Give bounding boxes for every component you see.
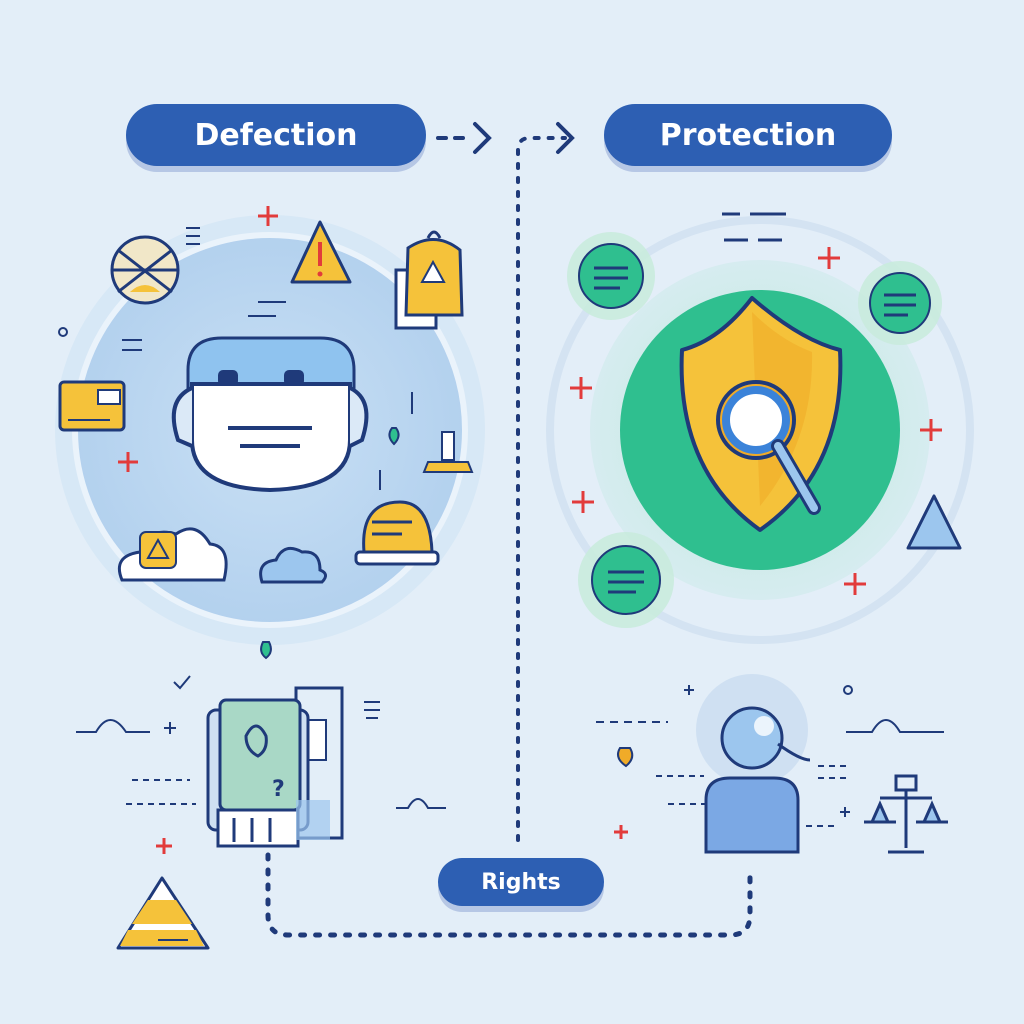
document-icon: [567, 232, 655, 320]
radar-icon: [110, 235, 180, 305]
svg-text:?: ?: [272, 777, 285, 802]
cloud-icon: [259, 546, 327, 584]
decor-marks-bottom-left: [76, 675, 446, 809]
plus-marks-left: [118, 206, 278, 472]
plus-marks-bottom-left: [156, 838, 172, 854]
defection-label: Defection: [126, 104, 426, 166]
document-icon: [578, 532, 674, 628]
person-avatar-icon: [696, 674, 811, 854]
passport-icon: ?: [206, 686, 344, 848]
triangle-icon: [906, 494, 962, 550]
decor-marks-left: [58, 227, 413, 490]
id-card-icon: [58, 380, 126, 432]
scales-icon: [864, 774, 948, 854]
flow-arrow-right: [516, 122, 575, 842]
lamp-icon: [422, 431, 474, 473]
cloud-warning-icon: [117, 527, 228, 582]
bell-warning-icon: [394, 230, 464, 330]
mask-face-icon: [171, 336, 369, 493]
pyramid-icon: [116, 876, 210, 950]
shield-magnifier-icon: [679, 296, 843, 532]
rights-connector: [265, 837, 753, 938]
warning-icon: [290, 220, 352, 284]
rights-label: Rights: [438, 858, 604, 906]
protection-label: Protection: [604, 104, 892, 166]
flow-arrow-left: [436, 122, 492, 154]
plus-marks-bottom-right: [614, 825, 628, 839]
plus-marks-right: [570, 247, 942, 595]
decor-marks-right: [722, 212, 786, 242]
pin-marker-icon: [617, 747, 634, 768]
helmet-icon: [354, 500, 440, 566]
document-icon: [858, 261, 942, 345]
decor-marks-bottom-right: [596, 685, 944, 827]
pin-marker-icon: [260, 427, 400, 660]
